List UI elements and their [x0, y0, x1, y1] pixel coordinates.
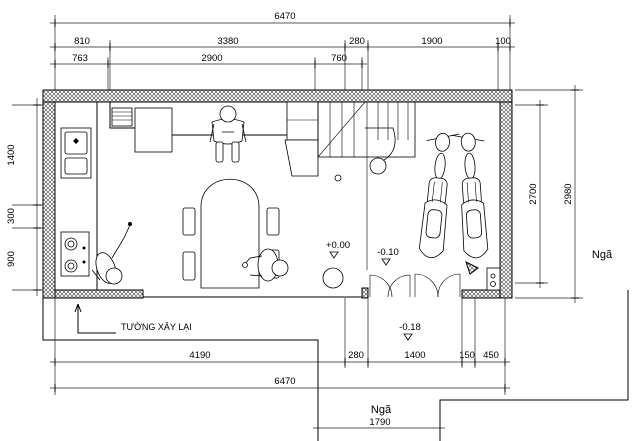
road-dimension-ticks — [317, 424, 441, 432]
staircase — [317, 101, 416, 182]
wall-right — [499, 101, 513, 299]
top-dimensions: 6470 810 3380 280 1900 100 763 2900 760 — [50, 11, 515, 100]
dim-bottom-280: 280 — [348, 350, 364, 361]
arrow-up-icon — [74, 303, 116, 334]
left-dimension-ticks — [33, 104, 41, 291]
level-garage: -0.10 — [377, 247, 399, 258]
level-dining: +0.00 — [326, 240, 350, 251]
bottom-dimension-ticks — [54, 358, 506, 392]
dim-top-280: 280 — [349, 36, 365, 47]
dim-bottom-1400: 1400 — [404, 350, 425, 361]
level-triangle — [403, 333, 413, 341]
dim-bottom-150: 150 — [459, 350, 475, 361]
chair-left-upper — [182, 207, 196, 236]
dim-right-2700: 2700 — [528, 183, 539, 204]
bottom-dimensions: 4190 280 1400 150 450 6470 — [50, 298, 510, 395]
dim-top-overall: 6470 — [274, 11, 295, 22]
top-counter — [109, 101, 319, 177]
shelf-cabinet — [111, 107, 133, 127]
road-width-dimension: Ngã 1790 — [313, 404, 445, 432]
dim-bottom-overall: 6470 — [274, 376, 295, 387]
garage-fixture — [465, 261, 501, 291]
wall-top — [42, 89, 513, 103]
column-block — [284, 139, 319, 177]
dim-top-810: 810 — [74, 36, 90, 47]
motorbike-icon — [451, 132, 489, 259]
chair-left-lower — [182, 251, 196, 281]
garage-doors — [369, 273, 461, 298]
cabinet-near-stairs — [286, 101, 319, 141]
stair-newel — [369, 157, 387, 175]
dim-top-2900: 2900 — [201, 53, 222, 64]
top-dimension-ticks — [54, 19, 511, 68]
bottom-extension-lines — [54, 298, 506, 395]
dim-top-100: 100 — [495, 36, 511, 47]
wall-left — [42, 101, 56, 299]
level-outside: -0.18 — [399, 322, 421, 333]
wall-bottom-left — [54, 289, 144, 299]
dim-road-1790: 1790 — [369, 417, 390, 428]
motorbike-icon — [418, 132, 460, 259]
wall-bottom-right — [461, 289, 501, 299]
round-side-table — [322, 267, 344, 289]
wall-note-text: TƯỜNG XÂY LẠI — [121, 322, 192, 332]
dim-top-1900: 1900 — [421, 36, 442, 47]
right-dimension-ticks — [536, 89, 579, 299]
dim-bottom-450: 450 — [483, 350, 499, 361]
lot-boundary — [42, 290, 629, 441]
dim-left-1400: 1400 — [6, 144, 17, 165]
level-triangle — [381, 258, 391, 266]
column-garage — [361, 287, 369, 299]
dim-bottom-4190: 4190 — [189, 350, 210, 361]
dim-left-900: 900 — [6, 251, 17, 267]
dim-top-763: 763 — [72, 53, 88, 64]
dining-table — [200, 178, 260, 289]
dim-top-3380: 3380 — [217, 36, 238, 47]
level-triangle — [329, 251, 339, 259]
chair-right-upper — [266, 207, 280, 236]
wall-note-callout: TƯỜNG XÂY LẠI — [74, 303, 192, 334]
building-walls — [42, 89, 513, 299]
column-marker — [334, 174, 342, 182]
person-seated-icon — [242, 248, 289, 282]
stove-icon — [60, 231, 90, 277]
level-marks: +0.00 -0.10 -0.18 — [326, 240, 421, 341]
sink-icon — [60, 127, 92, 179]
road-label-bottom: Ngã — [371, 404, 392, 416]
left-extension-lines — [12, 104, 45, 291]
left-dimensions: 1400 300 900 — [6, 98, 45, 296]
road-label-right: Ngã — [592, 249, 613, 261]
fridge-box — [134, 107, 173, 153]
dim-right-2980: 2980 — [563, 183, 574, 204]
top-extension-lines — [54, 15, 511, 100]
kitchen — [60, 101, 319, 290]
dim-left-300: 300 — [6, 208, 17, 224]
person-cooking-icon — [91, 222, 132, 285]
right-dimensions: 2700 2980 Ngã — [515, 85, 613, 303]
dim-top-760: 760 — [331, 53, 347, 64]
right-extension-lines — [515, 89, 583, 299]
person-standing-icon — [209, 105, 247, 163]
